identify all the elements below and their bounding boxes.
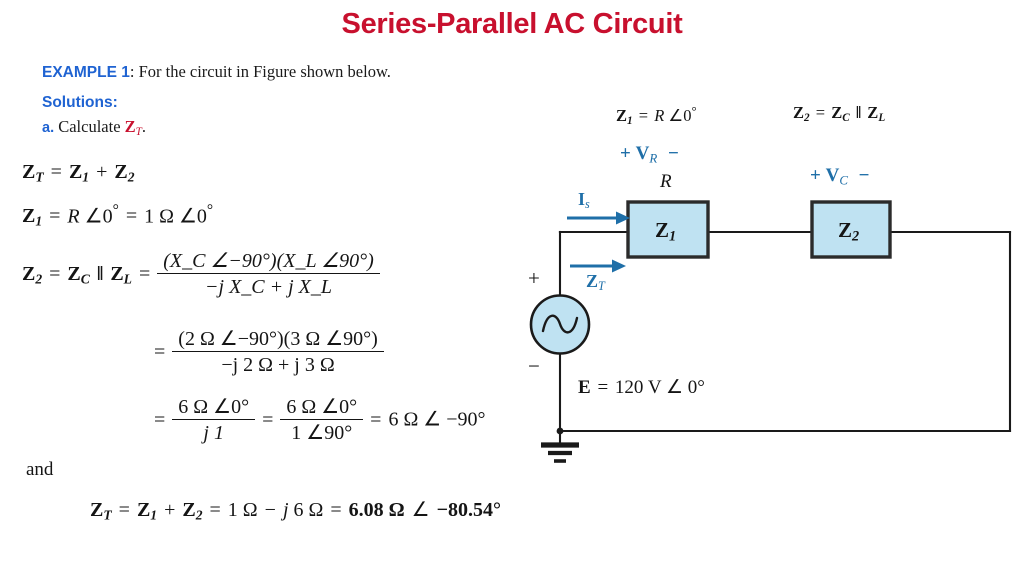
step-a-text: Calculate	[58, 117, 121, 136]
fraction-numerator: (2 Ω ∠−90°)(3 Ω ∠90°)	[172, 329, 384, 352]
label-resistor-r: R	[660, 171, 672, 192]
connector-and: and	[26, 459, 54, 480]
ground-icon	[541, 442, 579, 463]
example-label: EXAMPLE 1	[42, 64, 130, 81]
equation-z2-parallel-general: Z2 = ZC ‖ ZL = (X_C ∠−90°)(X_L ∠90°) −j …	[22, 251, 380, 298]
box-label-z1: Z1	[655, 218, 677, 245]
label-total-impedance-zt: ZT	[586, 271, 605, 294]
page-title: Series-Parallel AC Circuit	[341, 8, 683, 40]
ac-source-symbol	[529, 294, 591, 355]
equation-zt-final: ZT = Z1 + Z2 = 1 Ω − j 6 Ω = 6.08 Ω ∠ −8…	[90, 499, 502, 523]
vr-plus-sign: +	[620, 143, 631, 164]
step-a-period: .	[141, 117, 147, 136]
fraction-numerator: 6 Ω ∠0°	[280, 397, 364, 420]
vr-label: VR	[635, 143, 658, 166]
label-z1-definition: Z1 = R ∠0°	[616, 104, 697, 128]
fraction-numerator: (X_C ∠−90°)(X_L ∠90°)	[157, 251, 380, 274]
solutions-heading: Solutions:	[42, 94, 118, 111]
example-line: EXAMPLE 1: For the circuit in Figure sho…	[42, 62, 391, 82]
label-z2-definition: Z2 = ZC ‖ ZL	[793, 103, 886, 124]
fraction-denominator: j 1	[203, 422, 224, 444]
equation-zt-definition: ZT = Z1 + Z2	[22, 161, 135, 185]
z2-final-value: 6 Ω ∠ −90°	[388, 408, 486, 431]
junction-dot	[556, 427, 564, 435]
vc-plus-sign: +	[810, 165, 821, 186]
equation-z2-result: = 6 Ω ∠0° j 1 = 6 Ω ∠0° 1 ∠90° = 6 Ω ∠ −…	[154, 396, 486, 444]
step-a-label: a.	[42, 120, 55, 136]
step-a-symbol: ZT	[124, 117, 142, 138]
current-arrow-is	[567, 211, 630, 225]
source-minus-sign: −	[528, 354, 540, 378]
step-a-line: a. Calculate ZT.	[42, 117, 146, 138]
equation-z1-value: Z1 = R ∠0° = 1 Ω ∠0°	[22, 202, 214, 230]
fraction-denominator: −j 2 Ω + j 3 Ω	[221, 354, 335, 376]
fraction-numerator: 6 Ω ∠0°	[172, 397, 256, 420]
example-text: : For the circuit in Figure shown below.	[129, 62, 391, 81]
vr-minus-sign: −	[667, 143, 679, 164]
source-plus-sign: +	[528, 266, 540, 290]
zt-magnitude: 6.08 Ω	[348, 499, 405, 521]
fraction-denominator: −j X_C + j X_L	[205, 276, 333, 298]
sine-wave-icon	[541, 314, 579, 334]
vc-label: VC	[825, 165, 848, 188]
vc-minus-sign: −	[858, 165, 870, 186]
fraction-denominator: 1 ∠90°	[291, 422, 353, 444]
label-vr-polarity: + VR −	[620, 143, 679, 165]
zt-phase: −80.54°	[436, 499, 502, 521]
equation-z2-numeric: = (2 Ω ∠−90°)(3 Ω ∠90°) −j 2 Ω + j 3 Ω	[152, 329, 384, 376]
label-vc-polarity: + VC −	[810, 165, 870, 187]
label-source-current-is: Is	[578, 189, 590, 212]
label-source-voltage: E = 120 V ∠ 0°	[578, 377, 705, 398]
box-label-z2: Z2	[838, 218, 860, 245]
